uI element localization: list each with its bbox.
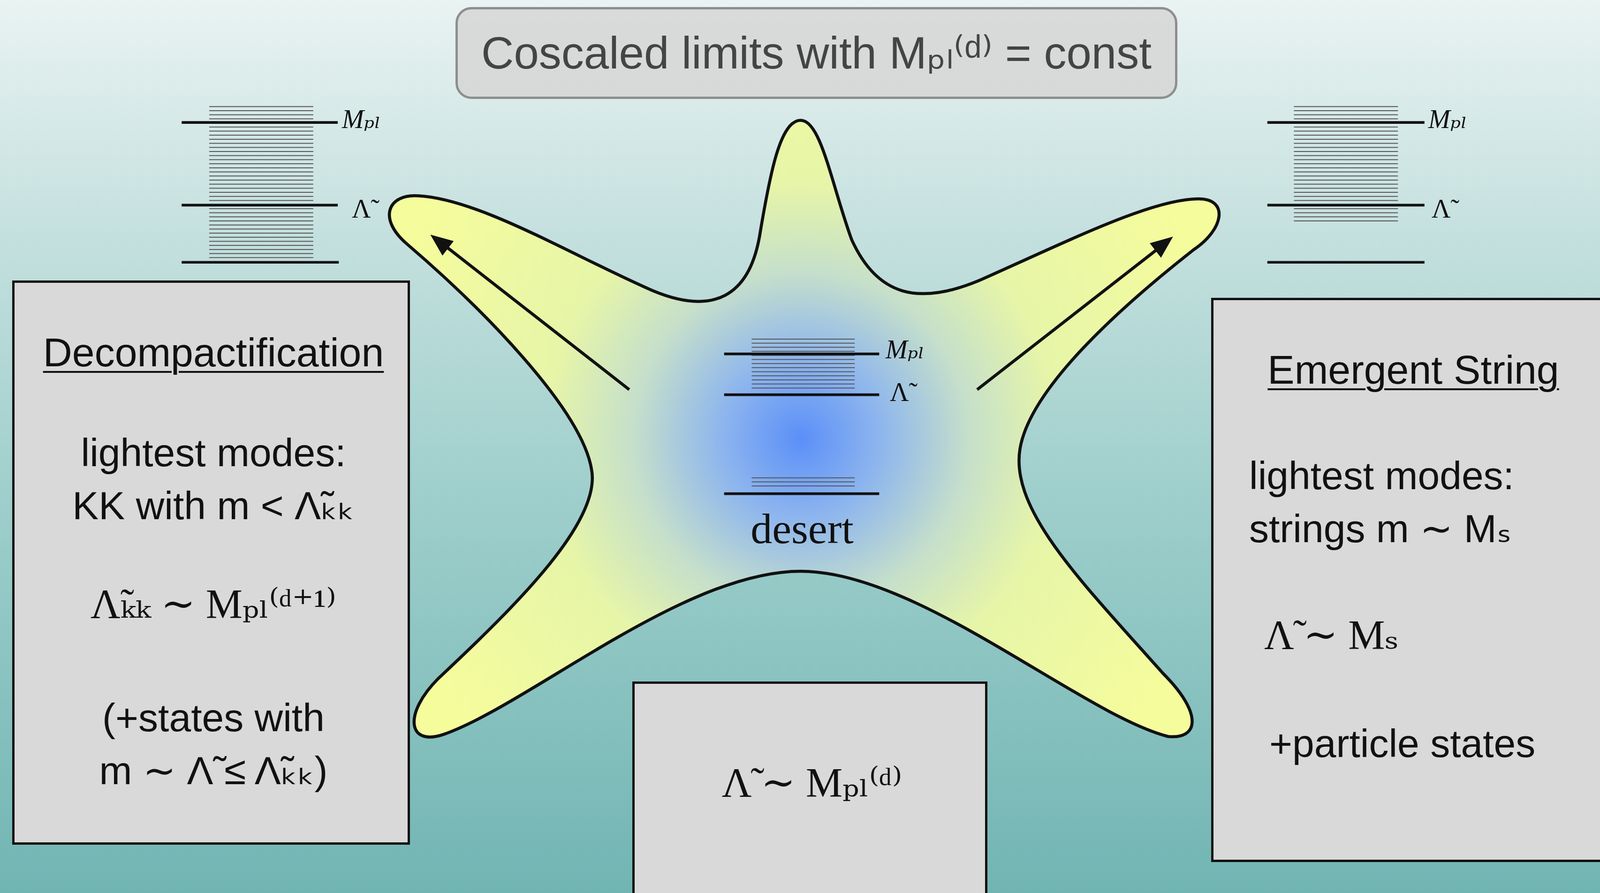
starfish-shape [389, 120, 1220, 738]
box-body: lightest modes: KK with m < Λ̃ₖₖ [63, 426, 364, 533]
limit-box: Emergent String lightest modes: strings m… [1211, 297, 1600, 863]
starfish-outline [387, 117, 1233, 752]
spectrum-label: Mₚₗ [885, 332, 925, 368]
box-body: lightest modes: strings m ∼ Mₛ [1249, 449, 1550, 556]
limit-arrows [430, 234, 1173, 390]
title-box: Coscaled limits with Mₚₗ⁽ᵈ⁾ = const [455, 7, 1178, 99]
title-text: Coscaled limits with Mₚₗ⁽ᵈ⁾ = const [481, 25, 1152, 80]
center-spectrum [724, 336, 880, 494]
box-body: +particle states [1269, 717, 1536, 771]
box-heading: Decompactification [43, 325, 385, 380]
right-spectrum [1267, 105, 1425, 263]
starfish-region: MₚₗΛ̃ desert [387, 117, 1233, 752]
formula: Λ̃ ∼ Mₛ [1264, 607, 1399, 664]
spectrum-label: Mₚₗ [341, 103, 381, 136]
spectrum-label: Λ̃ [1431, 193, 1451, 225]
spectrum-label: Mₚₗ [1428, 103, 1468, 136]
formula: Λ̃ₖₖ ∼ Mₚₗ⁽ᵈ⁺¹⁾ [90, 576, 337, 633]
spectrum-label: Λ̃ [351, 193, 372, 225]
spectrum-label: Λ̃ [889, 374, 910, 411]
cutoff-box: Λ̃ ∼ Mₚₗ⁽ᵈ⁾ [632, 681, 988, 893]
box-body: (+states with m ∼ Λ̃ ≤ Λ̃ₖₖ) [91, 691, 336, 798]
formula: Λ̃ ∼ Mₚₗ⁽ᵈ⁾ [721, 755, 903, 812]
left-spectrum [181, 105, 339, 263]
box-heading: Emergent String [1267, 342, 1559, 397]
limit-box: Decompactification lightest modes: KK wit… [12, 280, 410, 845]
region-label: desert [750, 499, 854, 558]
